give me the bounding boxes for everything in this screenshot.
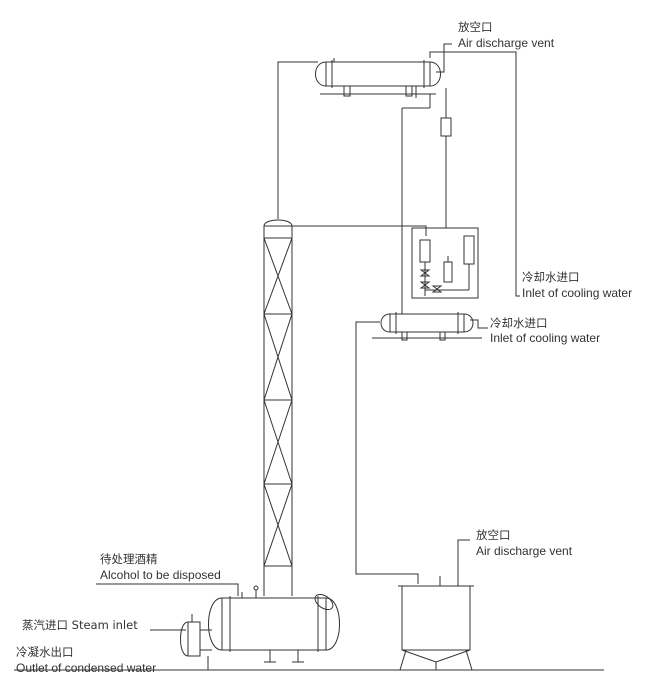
feed-line [96,583,239,596]
condensed-water-zh: 冷凝水出口 [16,645,74,659]
receiver-box [411,227,479,299]
vent-line-bottom [457,539,470,586]
cooling-line-lower [470,319,488,329]
condensed-water-en: Outlet of condensed water [16,661,157,675]
reflux-line [292,225,427,236]
reboiler [180,585,340,663]
vent-line-top [436,43,452,73]
lower-condenser [372,312,482,341]
alcohol-en: Alcohol to be disposed [100,568,221,582]
vent-bottom-zh: 放空口 [476,528,511,542]
vent-top-en: Air discharge vent [458,36,555,50]
storage-tank [398,576,474,671]
distillation-column [263,214,293,596]
vent-top-zh: 放空口 [458,20,493,34]
product-line [355,321,419,584]
steam-inlet-label: 蒸汽进口 Steam inlet [22,618,138,632]
cooling-line-upper [429,51,520,297]
cooling-inlet-upper-zh: 冷却水进口 [522,270,580,284]
vent-bottom-en: Air discharge vent [476,544,573,558]
top-condenser [315,58,441,98]
flow-meter-top [440,88,452,228]
vapor-line [277,61,318,214]
cooling-inlet-upper-en: Inlet of cooling water [522,286,633,300]
column-packing [263,237,293,567]
alcohol-zh: 待处理酒精 [100,552,158,566]
cooling-inlet-lower-en: Inlet of cooling water [490,331,601,345]
cooling-inlet-lower-zh: 冷却水进口 [490,316,548,330]
